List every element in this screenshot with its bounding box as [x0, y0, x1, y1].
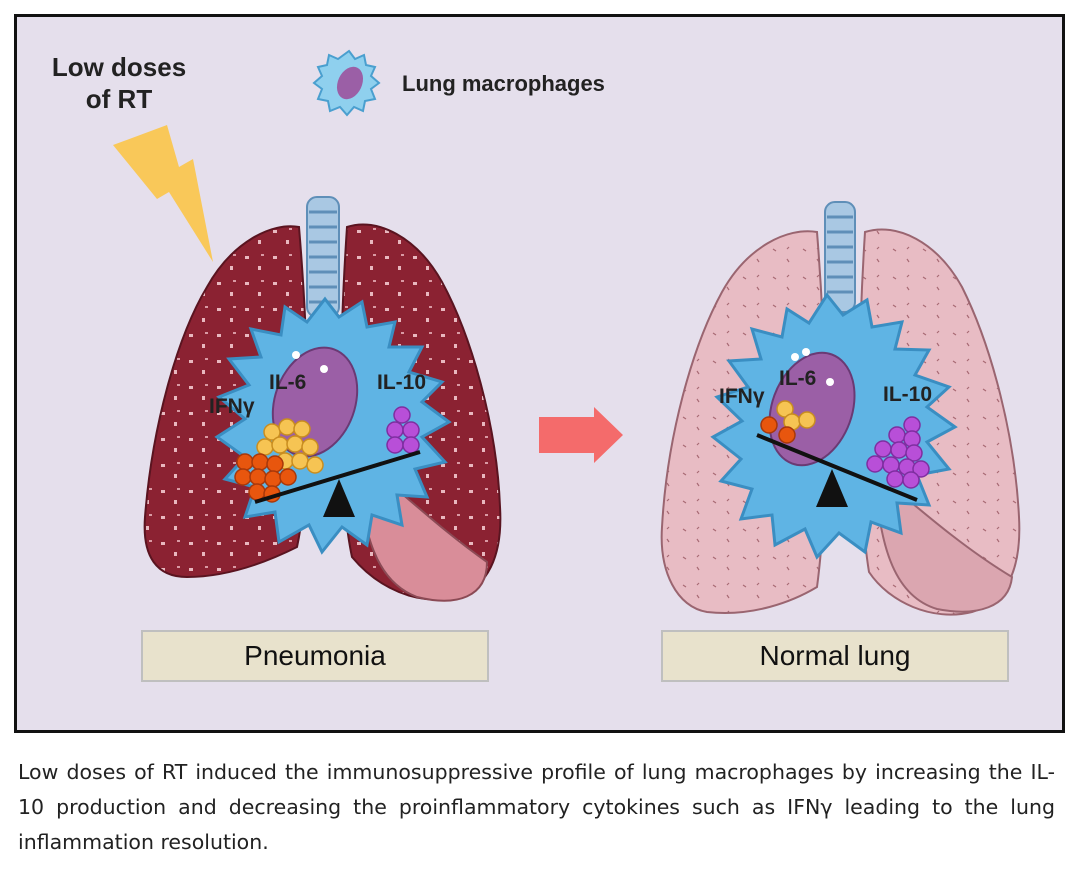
- il10-cluster: [866, 416, 930, 489]
- rt-dose-label: Low doses of RT: [51, 52, 187, 114]
- ifn-label: IFNγ: [719, 385, 765, 408]
- balance-beam: [756, 433, 918, 502]
- il6-cluster: [776, 400, 816, 431]
- balance-fulcrum: [816, 469, 848, 507]
- il10-label: IL-10: [883, 383, 933, 406]
- figure-panel: Low doses of RT Lung macrophages IFNγ IL…: [14, 14, 1065, 733]
- diagram-canvas: [113, 49, 1021, 616]
- il6-label: IL-6: [779, 367, 817, 390]
- figure-caption: Low doses of RT induced the immunosuppre…: [18, 760, 1055, 854]
- ifn-cluster: [760, 416, 796, 444]
- balance-fulcrum: [323, 479, 355, 517]
- transition-arrow: [539, 407, 623, 463]
- trachea: [824, 201, 856, 313]
- legend-label: Lung macrophages: [402, 71, 605, 96]
- il10-label: IL-10: [377, 371, 427, 394]
- ifn-label: IFNγ: [209, 395, 255, 418]
- balance-beam: [254, 450, 421, 504]
- pneumonia-macrophage: [214, 296, 452, 555]
- normal-macrophage: [710, 292, 958, 560]
- macrophage-icon: [312, 49, 381, 117]
- pneumonia-caption: Pneumonia: [141, 630, 489, 682]
- ifn-cluster: [234, 453, 297, 503]
- normal-lung-caption: Normal lung: [661, 630, 1009, 682]
- trachea: [306, 196, 340, 318]
- il6-label: IL-6: [269, 371, 307, 394]
- lightning-bolt-icon: [113, 125, 213, 262]
